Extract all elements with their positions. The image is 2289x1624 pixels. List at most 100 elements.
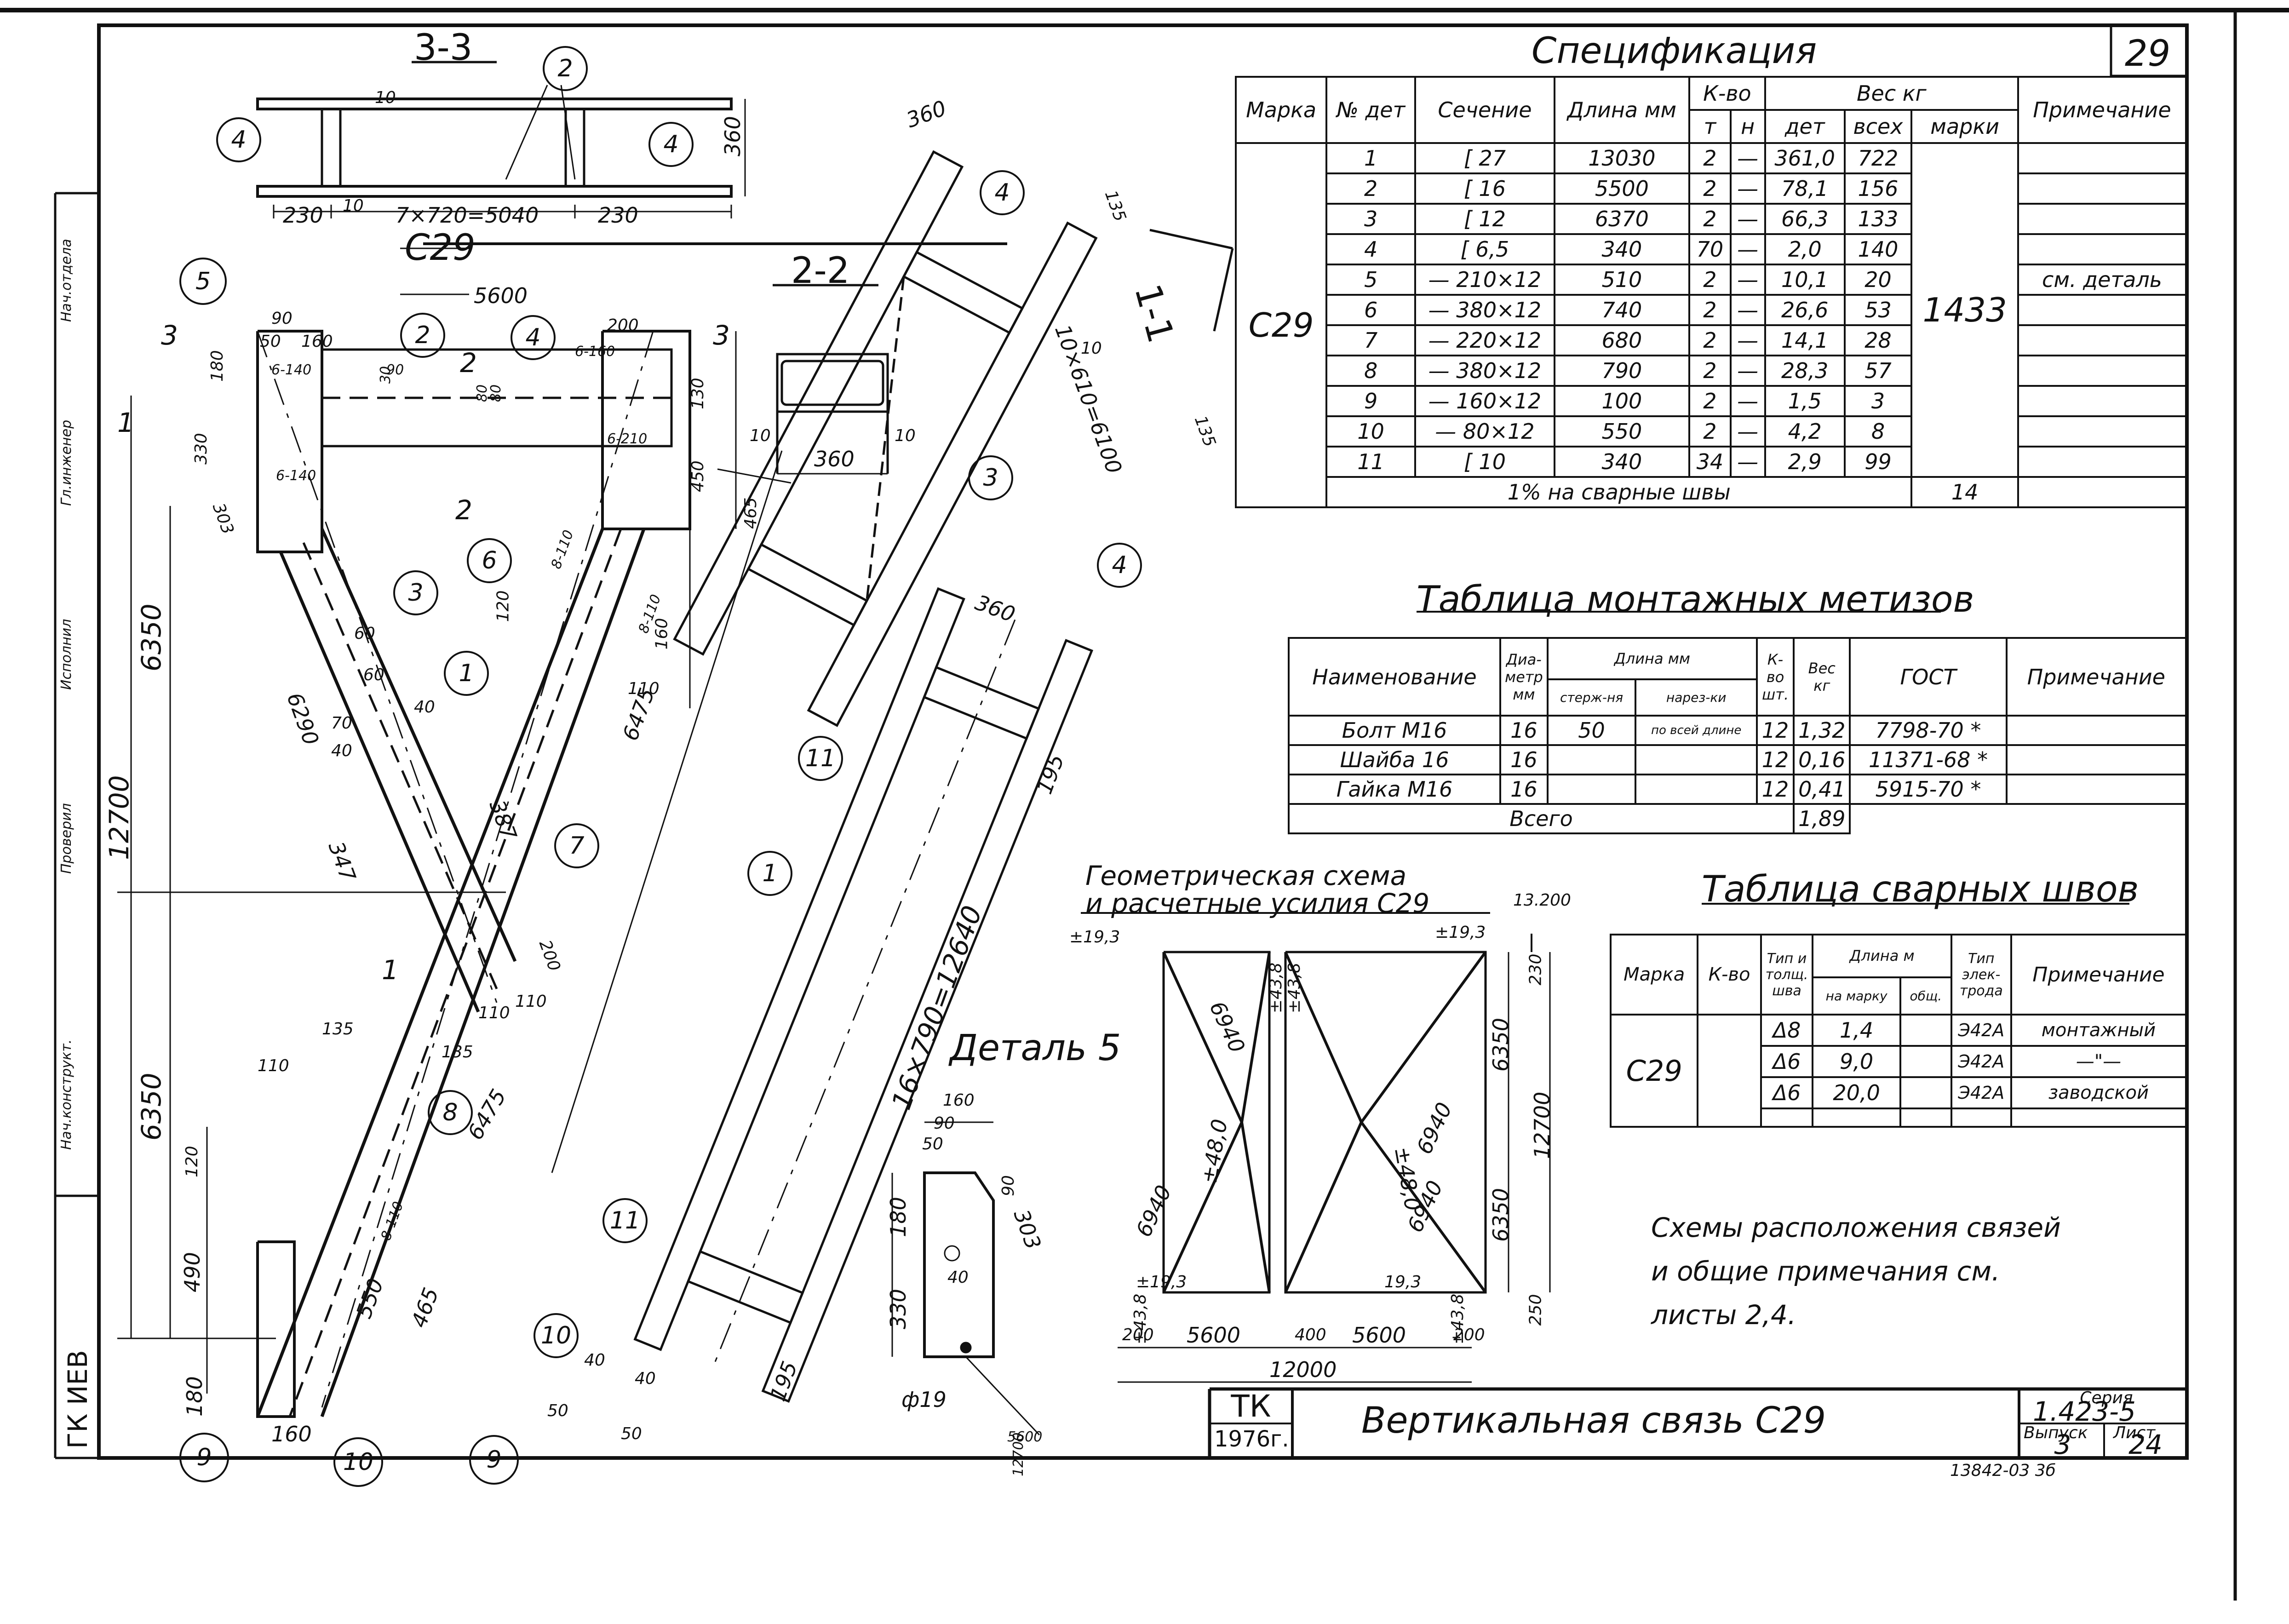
spec-row-det: 361,0 xyxy=(1764,142,1846,174)
bolts-row-note xyxy=(2005,744,2187,775)
geometry-mark: 6350 xyxy=(1488,1017,1513,1072)
section-3-3-dim: 7×720=5040 xyxy=(396,203,539,228)
detail-5-dim: 5600 xyxy=(1007,1429,1043,1445)
spec-row-note xyxy=(2017,233,2187,265)
spec-row-note xyxy=(2017,203,2187,235)
welds-row-total xyxy=(1899,1076,1952,1109)
spec-row-t: 2 xyxy=(1688,385,1732,417)
main-dim: 490 xyxy=(180,1252,205,1292)
spec-row-section: — 220×12 xyxy=(1414,324,1555,356)
section-1-1-callout: 4 xyxy=(980,170,1025,215)
spec-row-all: 722 xyxy=(1843,142,1913,174)
bolts-header-length: Длина мм xyxy=(1546,637,1758,680)
welds-row-type: Δ6 xyxy=(1760,1045,1814,1078)
spec-welds-note xyxy=(2017,476,2187,508)
spec-row-n: 3 xyxy=(1325,203,1417,235)
welds-row-mark: 9,0 xyxy=(1812,1045,1901,1078)
main-dim: 465 xyxy=(741,497,760,529)
main-dim: 40 xyxy=(331,741,352,760)
notes-line-3: листы 2,4. xyxy=(1651,1299,1796,1331)
spec-row-section: — 210×12 xyxy=(1414,264,1555,296)
main-cut-mark: 1 xyxy=(382,954,399,986)
bolts-row-rod xyxy=(1546,744,1637,775)
spec-row-length: 6370 xyxy=(1553,203,1691,235)
main-dim: 180 xyxy=(208,350,227,382)
main-callout: 5 xyxy=(179,258,227,305)
section-2-2-dim: 10 xyxy=(895,426,916,445)
welds-row-electrode: Э42А xyxy=(1950,1045,2012,1078)
spec-row-n: 2 xyxy=(1325,172,1417,205)
spec-row-n: 1 xyxy=(1325,142,1417,174)
spec-row-h: — xyxy=(1729,324,1766,356)
welds-header-len-total: общ. xyxy=(1899,976,1952,1016)
geometry-mark: ±19,3 xyxy=(1435,923,1486,942)
notes-line-1: Схемы расположения связей xyxy=(1651,1212,2061,1243)
bolts-header-diam: Диа-метр мм xyxy=(1499,637,1549,717)
spec-row-section: [ 27 xyxy=(1414,142,1555,174)
bolts-header-gost: ГОСТ xyxy=(1849,637,2008,717)
spec-row-h: — xyxy=(1729,172,1766,205)
spec-header-weight: Вес кг xyxy=(1764,76,2019,111)
issue-label: Выпуск xyxy=(2024,1423,2088,1442)
section-3-3-callout: 4 xyxy=(648,122,694,167)
main-callout: 9 xyxy=(179,1433,229,1482)
spec-row-all: 133 xyxy=(1843,203,1913,235)
spec-row-det: 28,3 xyxy=(1764,355,1846,387)
side-label: Нач.отдела xyxy=(58,239,75,322)
spec-row-n: 11 xyxy=(1325,446,1417,478)
member-callout: 11 xyxy=(602,1198,648,1243)
main-dim: 110 xyxy=(478,1004,510,1022)
bolts-header-name: Наименование xyxy=(1288,637,1501,717)
main-dim: 12700 xyxy=(103,775,135,860)
left-stamp: ГК ИЕВ xyxy=(62,1350,93,1449)
section-3-3-dim: 10 xyxy=(343,196,364,215)
main-dim: 135 xyxy=(442,1043,473,1062)
section-3-3-dim: 230 xyxy=(598,203,638,228)
bolts-row-diam: 16 xyxy=(1499,715,1549,746)
spec-row-det: 10,1 xyxy=(1764,264,1846,296)
detail-5-dim: 160 xyxy=(943,1091,975,1110)
bolts-row-gost: 5915-70 * xyxy=(1849,774,2008,805)
spec-row-n: 10 xyxy=(1325,415,1417,448)
spec-row-det: 2,9 xyxy=(1764,446,1846,478)
geometry-mark: 200 xyxy=(1453,1326,1485,1344)
page-number: 29 xyxy=(2125,33,2171,75)
geometry-mark: ±43,8 xyxy=(1285,962,1304,1014)
detail-5-dim: 50 xyxy=(922,1135,943,1153)
bolts-row-name: Гайка М16 xyxy=(1288,774,1501,805)
main-dim: 80 xyxy=(474,384,491,402)
spec-row-t: 2 xyxy=(1688,355,1732,387)
main-callout: 8 xyxy=(428,1090,473,1135)
main-dim: 80 xyxy=(488,384,505,402)
spec-header-note: Примечание xyxy=(2017,76,2187,144)
spec-row-h: — xyxy=(1729,415,1766,448)
member-callout: 1 xyxy=(747,851,792,896)
spec-header-num: № дет xyxy=(1325,76,1417,144)
spec-header-section: Сечение xyxy=(1414,76,1555,144)
geometry-title-2: и расчетные усилия С29 xyxy=(1085,888,1430,919)
bolts-total-label: Всего xyxy=(1287,803,1795,834)
spec-row-note xyxy=(2017,446,2187,478)
spec-row-all: 53 xyxy=(1843,294,1913,326)
bolts-row-thread xyxy=(1635,744,1758,775)
main-dim: 40 xyxy=(414,698,435,717)
main-view-label: С29 xyxy=(405,227,476,269)
spec-row-h: — xyxy=(1729,142,1766,174)
spec-row-t: 34 xyxy=(1688,446,1732,478)
detail-5-dim: 40 xyxy=(947,1268,969,1287)
series-label: Серия xyxy=(2080,1389,2133,1407)
spec-row-length: 740 xyxy=(1553,294,1691,326)
main-callout: 3 xyxy=(393,570,438,615)
section-3-3-dim: 360 xyxy=(720,116,745,156)
main-dim: 6-160 xyxy=(575,344,615,360)
geometry-title-1: Геометрическая схема xyxy=(1085,860,1407,891)
spec-mark-weight: 1433 xyxy=(1910,142,2019,478)
main-dim: 330 xyxy=(192,433,211,465)
bolts-row-gost: 7798-70 * xyxy=(1849,715,2008,746)
stamp-year: 1976г. xyxy=(1214,1426,1289,1452)
main-dim: 50 xyxy=(260,332,281,351)
spec-row-h: — xyxy=(1729,203,1766,235)
spec-row-note xyxy=(2017,415,2187,448)
section-2-2-label: 2-2 xyxy=(791,250,850,292)
